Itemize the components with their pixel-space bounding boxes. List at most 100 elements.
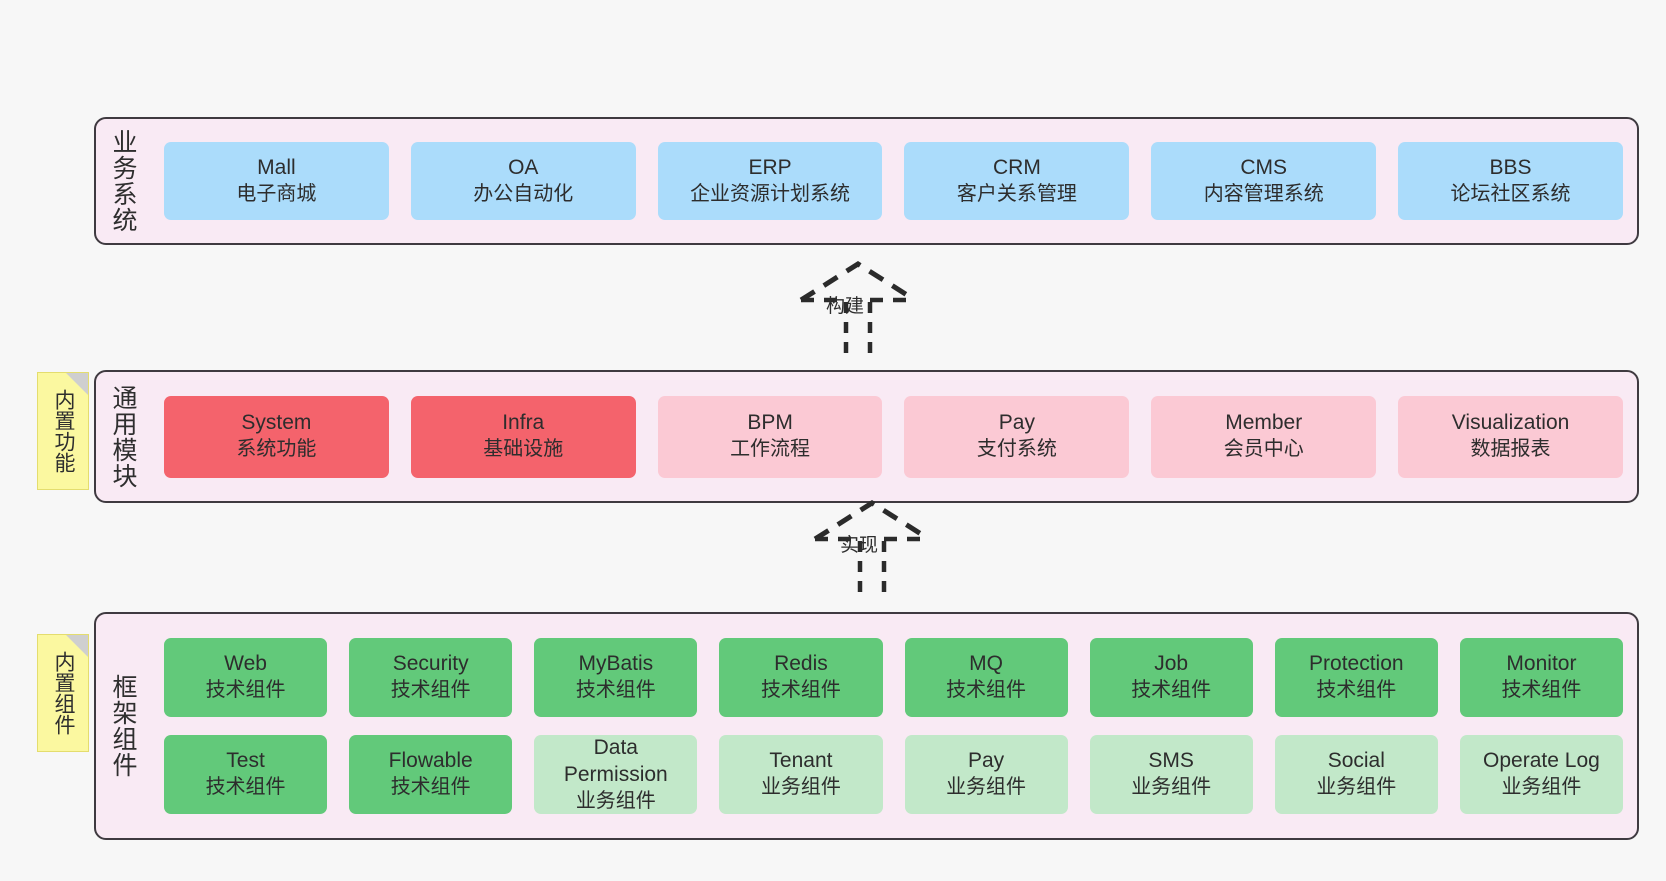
node-title: Operate Log <box>1483 749 1600 773</box>
node-title: Web <box>224 652 267 676</box>
node-title: MyBatis <box>578 652 654 676</box>
node-title: CMS <box>1240 155 1288 179</box>
framework-node-monitor[interactable]: Monitor 技术组件 <box>1459 638 1623 717</box>
note-builtin-components: 内置组件 <box>37 634 89 752</box>
business-node-cms[interactable]: CMS 内容管理系统 <box>1151 142 1377 220</box>
framework-node-data-permission[interactable]: Data Permission 业务组件 <box>534 735 698 814</box>
node-title: Tenant <box>769 749 833 773</box>
node-subtitle: 内容管理系统 <box>1203 182 1324 205</box>
node-title: BPM <box>747 411 793 435</box>
node-subtitle: 技术组件 <box>575 679 656 702</box>
node-title: CRM <box>992 155 1041 179</box>
note-builtin-features-label: 内置功能 <box>51 389 75 473</box>
module-node-member[interactable]: Member 会员中心 <box>1151 395 1377 478</box>
node-subtitle: 会员中心 <box>1223 438 1304 461</box>
connector-implement-label: 实现 <box>840 535 879 556</box>
module-layer-title: 通用模块 <box>109 384 137 489</box>
node-title: Social <box>1327 749 1385 773</box>
node-subtitle: 办公自动化 <box>473 182 574 205</box>
node-subtitle: 工作流程 <box>730 438 811 461</box>
node-subtitle: 数据报表 <box>1470 438 1551 461</box>
framework-node-sms[interactable]: SMS 业务组件 <box>1089 735 1253 814</box>
framework-node-operate-log[interactable]: Operate Log 业务组件 <box>1459 735 1623 814</box>
node-title: SMS <box>1148 749 1194 773</box>
node-title: Data Permission <box>563 735 668 786</box>
node-subtitle: 技术组件 <box>390 679 471 702</box>
node-title: Monitor <box>1506 652 1577 676</box>
framework-node-flowable[interactable]: Flowable 技术组件 <box>349 735 513 814</box>
node-subtitle: 系统功能 <box>236 438 317 461</box>
module-node-infra[interactable]: Infra 基础设施 <box>410 395 636 478</box>
node-subtitle: 业务组件 <box>1501 776 1582 799</box>
framework-node-job[interactable]: Job 技术组件 <box>1089 638 1253 717</box>
node-subtitle: 业务组件 <box>575 789 656 812</box>
node-subtitle: 技术组件 <box>390 776 471 799</box>
node-title: ERP <box>748 155 792 179</box>
node-title: System <box>241 411 312 435</box>
node-subtitle: 业务组件 <box>760 776 841 799</box>
node-title: Infra <box>502 411 545 435</box>
node-title: Redis <box>774 652 828 676</box>
connector-build: 构建 <box>758 258 958 353</box>
framework-node-mybatis[interactable]: MyBatis 技术组件 <box>534 638 698 717</box>
node-subtitle: 基础设施 <box>483 438 564 461</box>
framework-layer-title: 框架组件 <box>109 674 137 778</box>
framework-node-redis[interactable]: Redis 技术组件 <box>719 638 883 717</box>
business-node-erp[interactable]: ERP 企业资源计划系统 <box>657 142 883 220</box>
framework-node-test[interactable]: Test 技术组件 <box>164 735 328 814</box>
node-title: Visualization <box>1451 411 1570 435</box>
framework-node-social[interactable]: Social 业务组件 <box>1274 735 1438 814</box>
dashed-hollow-arrow-up-icon <box>813 500 931 592</box>
node-title: OA <box>508 155 539 179</box>
node-title: Test <box>226 749 265 773</box>
framework-node-web[interactable]: Web 技术组件 <box>164 638 328 717</box>
node-title: Member <box>1225 411 1303 435</box>
node-title: BBS <box>1489 155 1532 179</box>
node-title: Flowable <box>388 749 473 773</box>
node-subtitle: 技术组件 <box>1131 679 1212 702</box>
business-node-oa[interactable]: OA 办公自动化 <box>410 142 636 220</box>
node-subtitle: 技术组件 <box>1316 679 1397 702</box>
node-subtitle: 业务组件 <box>946 776 1027 799</box>
framework-node-pay[interactable]: Pay 业务组件 <box>904 735 1068 814</box>
node-title: Protection <box>1309 652 1404 676</box>
business-layer-body: Mall 电子商城 OA 办公自动化 ERP 企业资源计划系统 CRM 客户关系管理 CMS 内容… <box>150 119 1637 243</box>
node-subtitle: 技术组件 <box>946 679 1027 702</box>
note-builtin-components-label: 内置组件 <box>51 651 75 735</box>
node-subtitle: 技术组件 <box>1501 679 1582 702</box>
node-title: Mall <box>257 155 296 179</box>
note-builtin-features: 内置功能 <box>37 372 89 490</box>
node-title: Security <box>392 652 469 676</box>
business-node-crm[interactable]: CRM 客户关系管理 <box>904 142 1130 220</box>
business-node-row: Mall 电子商城 OA 办公自动化 ERP 企业资源计划系统 CRM 客户关系管理 CMS 内容… <box>164 142 1623 220</box>
connector-build-label: 构建 <box>826 296 865 317</box>
business-node-mall[interactable]: Mall 电子商城 <box>164 142 389 220</box>
framework-node-security[interactable]: Security 技术组件 <box>349 638 513 717</box>
node-title: Job <box>1154 652 1189 676</box>
node-subtitle: 客户关系管理 <box>956 182 1077 205</box>
node-subtitle: 业务组件 <box>1316 776 1397 799</box>
connector-implement: 实现 <box>772 497 972 592</box>
node-subtitle: 技术组件 <box>205 776 286 799</box>
node-subtitle: 企业资源计划系统 <box>690 182 851 205</box>
node-subtitle: 技术组件 <box>760 679 841 702</box>
node-title: Pay <box>967 749 1005 773</box>
module-node-bpm[interactable]: BPM 工作流程 <box>657 395 883 478</box>
framework-node-tenant[interactable]: Tenant 业务组件 <box>719 735 883 814</box>
module-node-system[interactable]: System 系统功能 <box>164 395 389 478</box>
node-title: Pay <box>998 411 1035 435</box>
module-node-visualization[interactable]: Visualization 数据报表 <box>1398 395 1623 478</box>
node-subtitle: 电子商城 <box>236 182 317 205</box>
node-subtitle: 业务组件 <box>1131 776 1212 799</box>
framework-node-protection[interactable]: Protection 技术组件 <box>1274 638 1438 717</box>
node-subtitle: 技术组件 <box>205 679 286 702</box>
